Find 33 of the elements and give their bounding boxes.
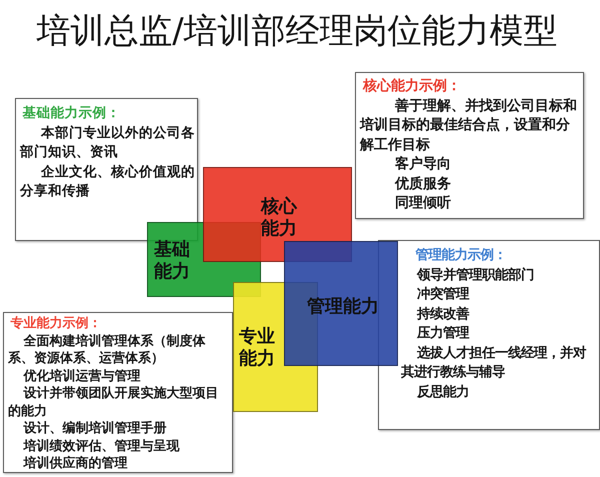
page-title: 培训总监/培训部经理岗位能力模型	[35, 10, 559, 52]
example-text: 培训供应商的管理	[22, 455, 128, 472]
example-text: 企业文化、核心价值观的分享和传播	[20, 162, 195, 201]
capability-square	[284, 241, 398, 366]
example-text: 全面构建培训管理体系（制度体系、资源体系、运营体系）	[8, 332, 206, 368]
example-text: 冲突管理	[416, 285, 470, 304]
square-label: 基础能力	[154, 239, 191, 283]
example-text: 客户导向	[394, 155, 452, 174]
capability-square	[203, 167, 352, 262]
square-label: 专业能力	[239, 326, 276, 370]
example-text: 培训绩效评估、管理与呈现	[22, 438, 180, 455]
example-card	[378, 240, 600, 430]
example-text: 设计并带领团队开展实施大型项目的能力	[8, 385, 220, 420]
example-text: 同理倾听	[394, 194, 452, 213]
example-card	[355, 72, 584, 219]
card-heading: 核心能力示例：	[362, 77, 462, 96]
example-text: 选拔人才担任一线经理，并对其进行教练与辅导	[401, 344, 588, 382]
square-label: 核心能力	[261, 196, 298, 240]
example-text: 本部门专业以外的公司各部门知识、资讯	[20, 124, 195, 162]
example-text: 设计、编制培训管理手册	[22, 420, 168, 438]
card-heading: 专业能力示例：	[10, 315, 103, 332]
card-heading: 管理能力示例：	[414, 246, 508, 265]
card-heading: 基础能力示例：	[22, 104, 122, 123]
example-card	[15, 98, 198, 241]
square-label: 管理能力	[307, 296, 379, 318]
example-card	[3, 312, 233, 473]
example-text: 优质服务	[394, 174, 452, 194]
example-text: 善于理解、并找到公司目标和培训目标的最佳结合点，设置和分解工作目标	[360, 96, 578, 154]
example-text: 反思能力	[416, 384, 470, 402]
example-text: 持续改善	[416, 305, 470, 324]
example-text: 领导并管理职能部门	[416, 266, 535, 284]
example-text: 优化培训运营与管理	[22, 368, 142, 385]
example-text: 压力管理	[416, 324, 470, 343]
